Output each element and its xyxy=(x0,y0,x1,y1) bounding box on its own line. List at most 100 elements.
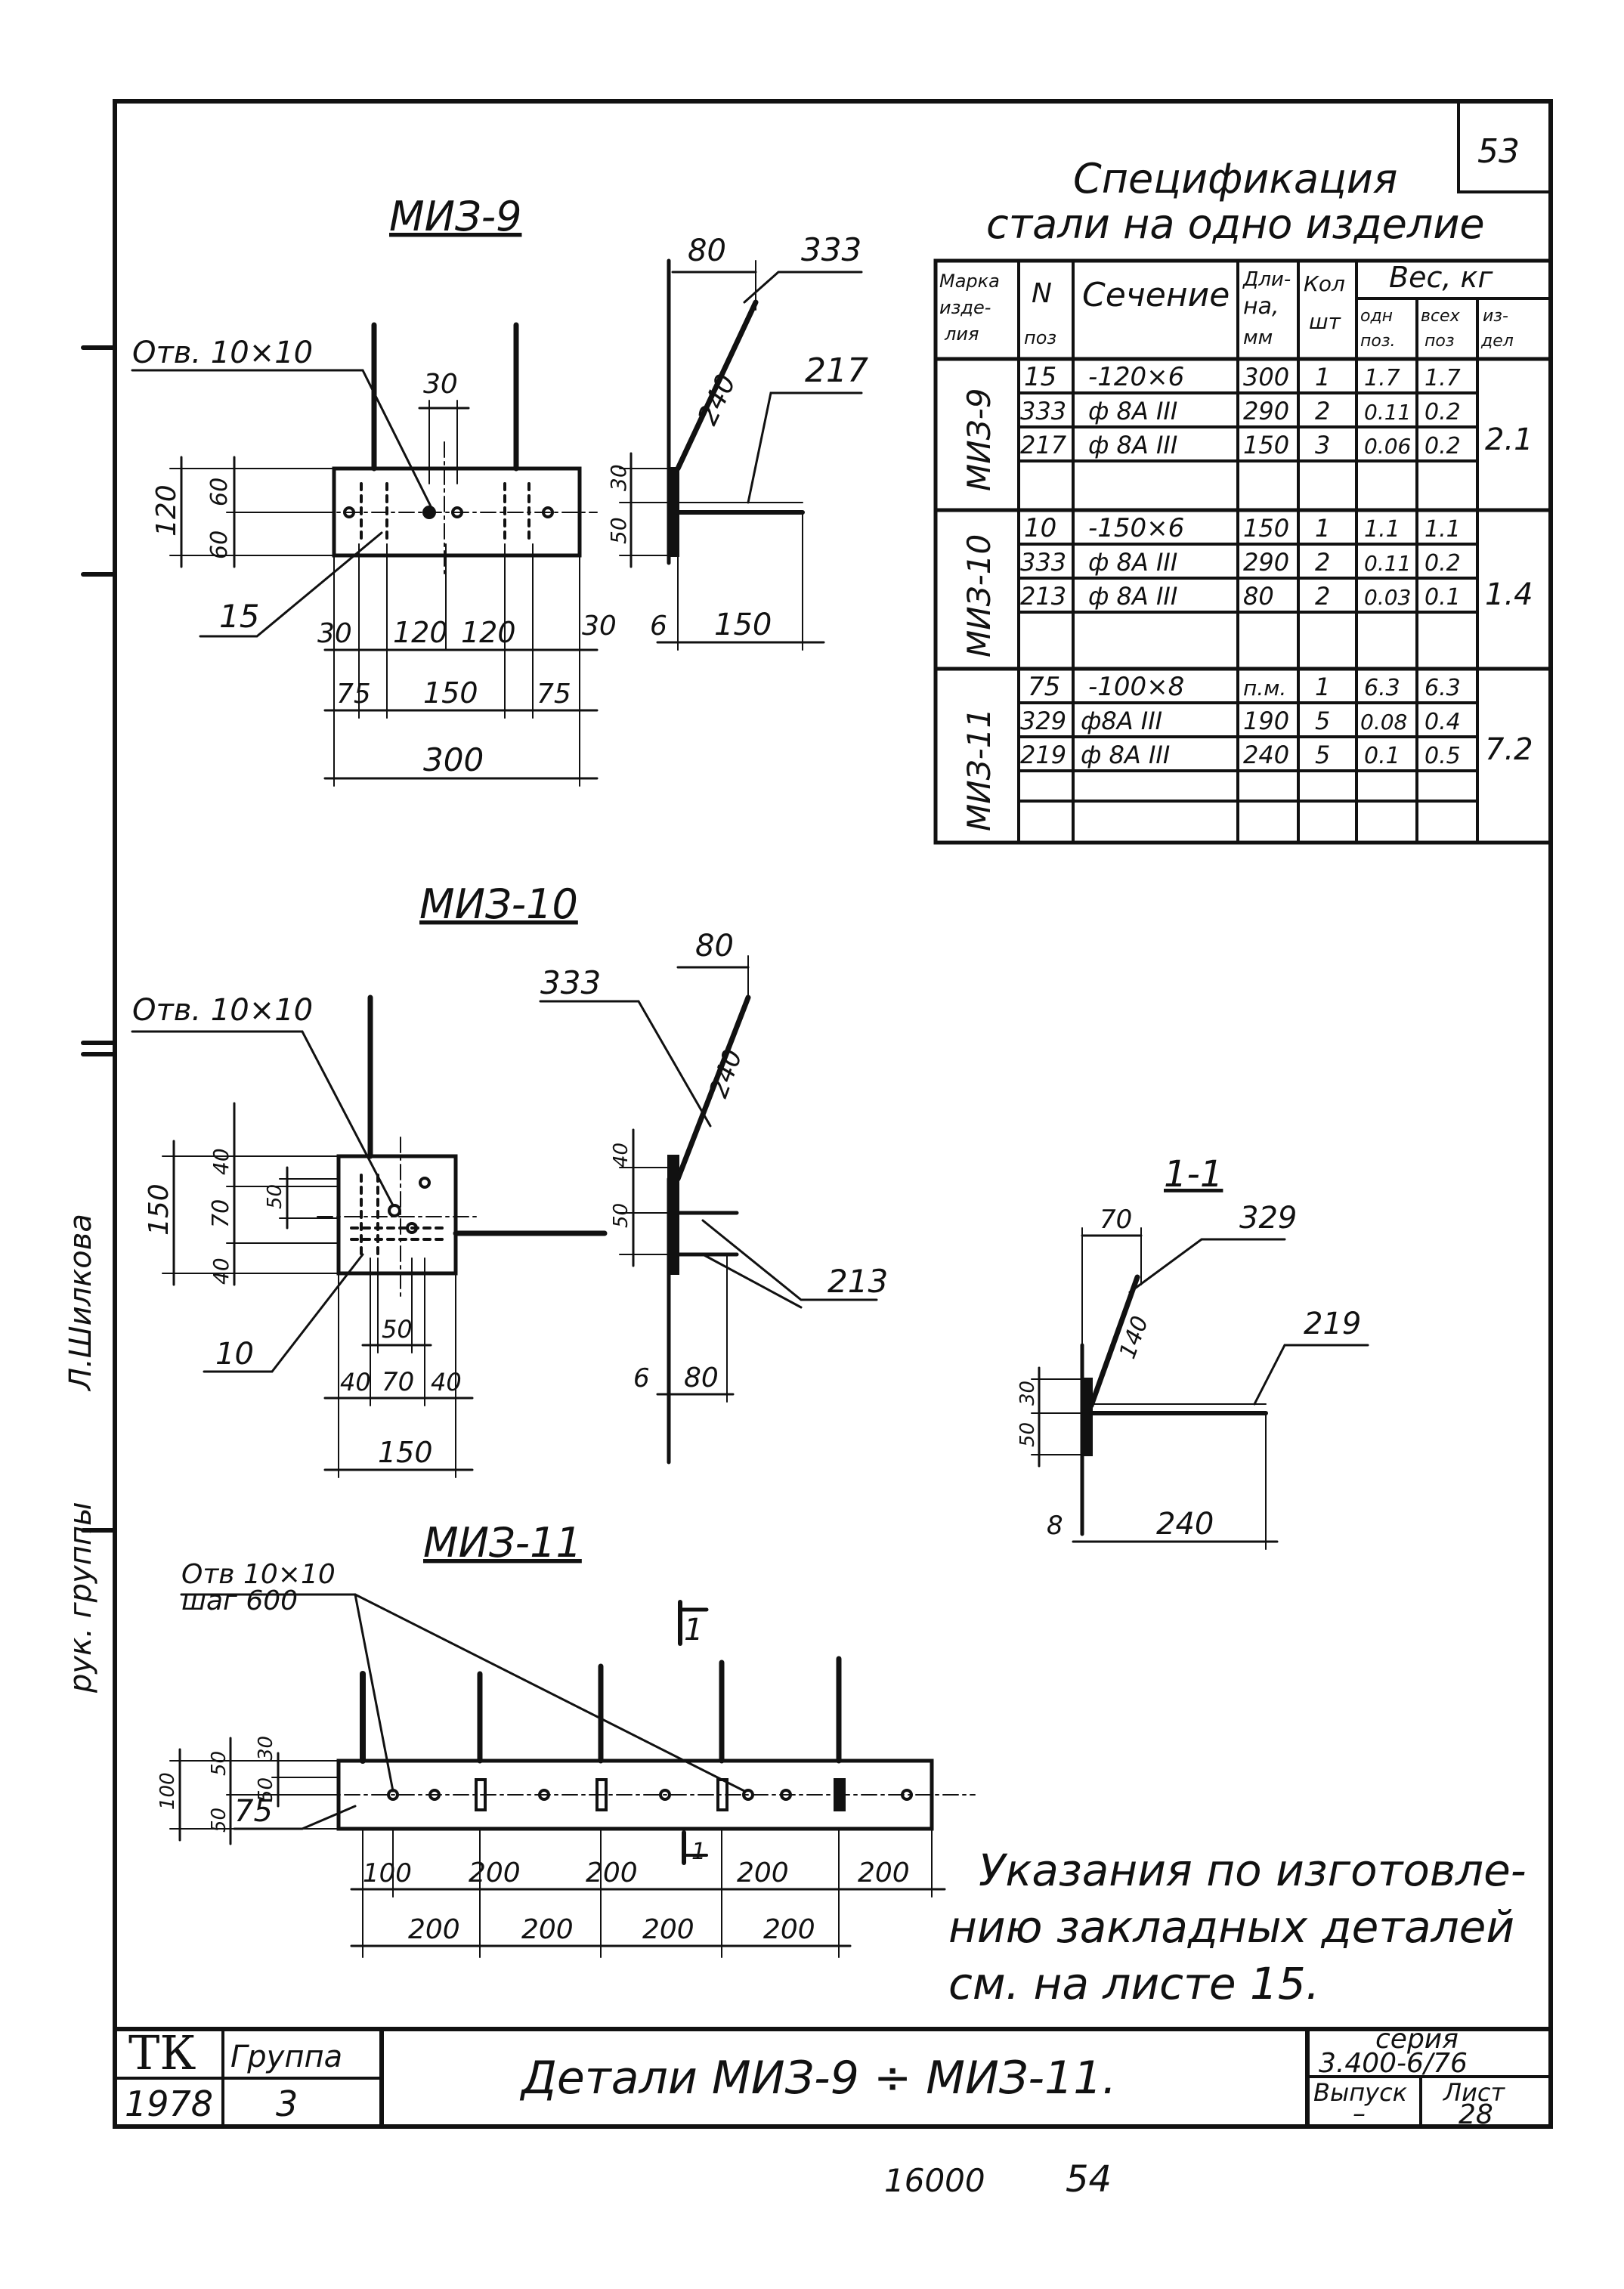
miz9-hole-label: Отв. 10×10 xyxy=(132,336,313,370)
dim-label: 30 xyxy=(582,611,617,642)
table-cell: 333 xyxy=(1020,548,1066,577)
dim-label: 40 xyxy=(340,1368,371,1397)
dim-label: 40 xyxy=(209,1257,234,1285)
dim-label: 80 xyxy=(688,234,726,268)
table-cell: ф 8А III xyxy=(1088,431,1177,459)
table-cell: 190 xyxy=(1243,707,1289,735)
dim-label: 100 xyxy=(363,1858,412,1888)
hdr-mark-1: Марка xyxy=(939,271,1000,292)
dim-label: 30 xyxy=(1016,1381,1039,1406)
dim-label: 333 xyxy=(801,231,861,268)
table-cell: -120×6 xyxy=(1088,362,1184,392)
miz9-title: МИЗ-9 xyxy=(389,193,521,240)
hdr-qty-2: шт xyxy=(1309,309,1341,334)
dim-label: 15 xyxy=(219,598,259,635)
table-cell: ф 8А III xyxy=(1088,548,1177,577)
table-cell: 219 xyxy=(1020,741,1066,769)
hdr-len-3: мм xyxy=(1243,326,1273,349)
miz11-hole-label: Отв 10×10 xyxy=(181,1559,336,1590)
miz9-side-view xyxy=(619,258,863,651)
dim-label: 60 xyxy=(206,530,233,559)
dim-label: 50 xyxy=(255,1777,277,1802)
miz10-side-view xyxy=(539,955,878,1465)
table-cell: 2 xyxy=(1315,397,1330,425)
table-cell: 150 xyxy=(1243,514,1289,543)
signature-name: Л.Шилкова xyxy=(63,1214,98,1392)
hdr-pos-2: поз xyxy=(1024,327,1056,348)
dim-label: 150 xyxy=(144,1183,175,1236)
dim-label: 70 xyxy=(208,1199,234,1228)
dim-label: 100 xyxy=(156,1772,179,1810)
dim-label: 50 xyxy=(264,1184,286,1209)
dim-label: 50 xyxy=(606,517,631,544)
table-cell: 1.1 xyxy=(1424,516,1461,543)
section-title: 1-1 xyxy=(1164,1153,1223,1196)
tb-series-label: серия xyxy=(1375,2024,1459,2055)
table-cell: 0.2 xyxy=(1424,550,1461,577)
cut-mark-label: 1 xyxy=(691,1839,706,1865)
hdr-w-all-2: поз xyxy=(1424,332,1455,351)
table-cell: ф 8А III xyxy=(1088,582,1177,611)
dim-label: 70 xyxy=(1100,1205,1132,1235)
dim-label: 120 xyxy=(461,616,516,649)
tb-series: 3.400-6/76 xyxy=(1319,2048,1468,2079)
note-line-2: нию закладных деталей xyxy=(948,1901,1514,1953)
dim-label: 200 xyxy=(521,1914,574,1945)
dim-label: 150 xyxy=(423,676,478,710)
table-cell: 290 xyxy=(1243,397,1289,425)
table-cell: 2 xyxy=(1315,548,1330,577)
miz10-hole-label: Отв. 10×10 xyxy=(132,993,313,1028)
table-cell: 3 xyxy=(1315,431,1330,459)
table-cell: п.м. xyxy=(1243,676,1286,701)
dim-label: 50 xyxy=(208,1751,230,1776)
corner-number: 53 xyxy=(1477,132,1520,171)
dim-label: 200 xyxy=(408,1914,460,1945)
spec-mark-miz11: МИЗ-11 xyxy=(960,708,998,831)
table-cell: 333 xyxy=(1020,397,1066,425)
dim-label: 200 xyxy=(642,1914,694,1945)
table-cell: 329 xyxy=(1020,707,1066,735)
table-cell: 2 xyxy=(1315,582,1330,611)
dim-label: 120 xyxy=(393,616,448,649)
table-cell: 0.03 xyxy=(1364,585,1411,610)
sheet-frame xyxy=(113,99,1553,2129)
dim-label: 40 xyxy=(610,1143,633,1168)
spec-item-weight-11: 7.2 xyxy=(1485,732,1533,767)
table-cell: 217 xyxy=(1020,431,1067,459)
note-line-1: Указания по изготовле- xyxy=(979,1845,1527,1896)
table-cell: 1.7 xyxy=(1424,365,1461,391)
hdr-w-item-2: дел xyxy=(1480,332,1514,351)
dim-label: 150 xyxy=(378,1436,433,1469)
miz9-front-view xyxy=(131,322,599,787)
table-cell: 5 xyxy=(1315,741,1330,769)
miz11-title: МИЗ-11 xyxy=(423,1519,582,1567)
table-cell: 80 xyxy=(1243,582,1274,611)
table-cell: 0.2 xyxy=(1424,399,1461,425)
dim-label: 200 xyxy=(469,1857,521,1888)
tb-year: 1978 xyxy=(125,2083,213,2124)
dim-label: 50 xyxy=(382,1315,413,1344)
table-cell: 75 xyxy=(1028,672,1060,702)
table-cell: 290 xyxy=(1243,548,1289,577)
table-cell: 0.11 xyxy=(1364,551,1411,576)
tb-issue: – xyxy=(1353,2099,1366,2129)
dim-label: 200 xyxy=(763,1914,815,1945)
hdr-w-item-1: из- xyxy=(1483,307,1508,326)
table-cell: 6.3 xyxy=(1364,675,1400,701)
table-cell: 0.1 xyxy=(1424,584,1461,611)
hdr-len-1: Дли- xyxy=(1242,268,1291,291)
spec-item-weight-9: 2.1 xyxy=(1485,422,1533,457)
dim-label: 6 xyxy=(633,1363,650,1394)
dim-label: 333 xyxy=(540,964,601,1001)
spec-mark-miz10: МИЗ-10 xyxy=(960,534,998,657)
table-cell: 0.1 xyxy=(1364,743,1400,769)
dim-label: 50 xyxy=(610,1203,633,1228)
table-cell: 1.7 xyxy=(1364,365,1400,391)
table-cell: ф8А III xyxy=(1081,707,1162,735)
miz11-pitch-label: шаг 600 xyxy=(181,1585,298,1616)
dim-label: 150 xyxy=(714,608,772,642)
hdr-pos-1: N xyxy=(1032,278,1052,309)
bottom-number-1: 16000 xyxy=(884,2162,985,2199)
tb-issue-label: Выпуск xyxy=(1313,2078,1408,2107)
